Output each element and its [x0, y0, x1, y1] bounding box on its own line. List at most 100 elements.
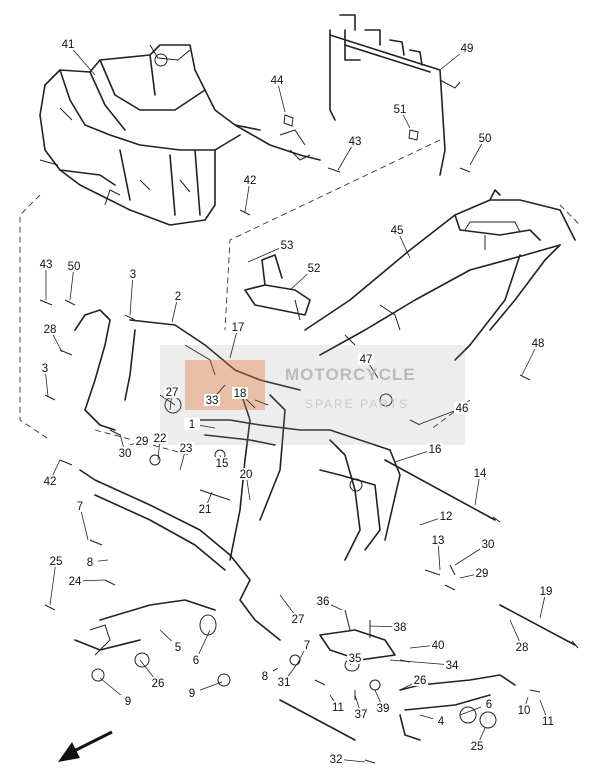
leader-line [389, 659, 453, 666]
part-callout: 30 [482, 539, 495, 551]
part-callout: 45 [391, 225, 404, 237]
part-callout: 28 [44, 324, 57, 336]
part-callout: 36 [317, 596, 330, 608]
part-callout: 47 [360, 354, 373, 366]
group-boundaries [19, 139, 581, 456]
callout-background [269, 74, 285, 86]
callout-background [480, 538, 496, 550]
part-callout: 44 [271, 75, 284, 87]
callout-background [514, 641, 530, 653]
callout-background [184, 687, 200, 699]
part-callout: 15 [216, 458, 229, 470]
part-callout: 27 [166, 387, 179, 399]
bracket-34 [319, 629, 396, 661]
part-callout: 37 [355, 709, 368, 721]
callout-background [48, 555, 64, 567]
part-callout: 25 [471, 741, 484, 753]
part-callout: 7 [304, 640, 310, 652]
lower-bracket [399, 674, 516, 741]
callout-background [392, 621, 408, 633]
part-callout: 40 [432, 640, 445, 652]
callout-background [459, 42, 475, 54]
part-callout: 49 [461, 43, 474, 55]
callout-background [412, 674, 428, 686]
callout-background [306, 262, 322, 274]
part-callout: 13 [432, 535, 445, 547]
callout-background [353, 708, 369, 720]
callout-background [330, 701, 346, 713]
part-callout: 39 [377, 703, 390, 715]
part-callout: 6 [486, 699, 492, 711]
part-callout: 5 [175, 642, 181, 654]
callout-background [170, 641, 186, 653]
callout-background [469, 740, 485, 752]
part-callout: 29 [136, 436, 149, 448]
part-callout: 3 [42, 363, 48, 375]
callout-background [290, 613, 306, 625]
part-callout: 27 [292, 614, 305, 626]
callout-background [477, 132, 493, 144]
part-callout: 25 [50, 556, 63, 568]
callout-background [257, 670, 273, 682]
part-callout: 42 [44, 476, 57, 488]
callout-background [72, 500, 88, 512]
callout-background [347, 135, 363, 147]
part-callout: 11 [332, 702, 344, 714]
part-callout: 2 [175, 291, 181, 303]
callout-background [204, 394, 220, 406]
callout-background [444, 659, 460, 671]
callout-background [430, 534, 446, 546]
part-callout: 21 [199, 504, 212, 516]
part-callout: 19 [540, 586, 553, 598]
callout-background [430, 639, 446, 651]
part-callout: 42 [244, 175, 257, 187]
part-callout: 22 [154, 433, 167, 445]
part-callout: 34 [446, 660, 459, 672]
callout-background [472, 467, 488, 479]
fasteners [39, 114, 541, 764]
callout-background [150, 677, 166, 689]
callout-background [474, 567, 490, 579]
callout-background [125, 268, 141, 280]
callout-background [538, 585, 554, 597]
part-callout: 11 [542, 716, 554, 728]
part-callout: 18 [234, 388, 247, 400]
leader-line [129, 273, 134, 316]
part-callout: 30 [119, 448, 132, 460]
part-callout: 7 [77, 501, 83, 513]
callout-background [454, 402, 470, 414]
callout-background [347, 652, 363, 664]
callout-background [66, 260, 82, 272]
callout-background [299, 639, 315, 651]
callout-background [242, 174, 258, 186]
part-callout: 14 [474, 468, 487, 480]
watermark-line1: MOTORCYCLE [285, 365, 416, 384]
callout-background [433, 715, 449, 727]
part-callout: 50 [68, 261, 81, 273]
callout-background [392, 103, 408, 115]
part-callout: 24 [69, 576, 82, 588]
main-frame-top [39, 44, 321, 226]
through-bolts [279, 459, 579, 741]
callout-background [152, 432, 168, 444]
engine-mount-area [74, 309, 401, 561]
callout-background [164, 386, 180, 398]
part-callout: 33 [206, 395, 219, 407]
part-callout: 43 [349, 136, 362, 148]
part-callout: 8 [262, 671, 268, 683]
part-callout: 20 [240, 469, 253, 481]
front-cradle [74, 469, 281, 656]
callout-background [530, 337, 546, 349]
direction-arrow-icon [58, 730, 113, 762]
lower-rear-subframe [304, 189, 576, 361]
part-callout: 52 [308, 263, 321, 275]
callout-background [38, 258, 54, 270]
callout-background [170, 290, 186, 302]
part-callout: 53 [281, 240, 294, 252]
part-callout: 41 [62, 39, 75, 51]
callout-background [197, 503, 213, 515]
callout-background [178, 442, 194, 454]
